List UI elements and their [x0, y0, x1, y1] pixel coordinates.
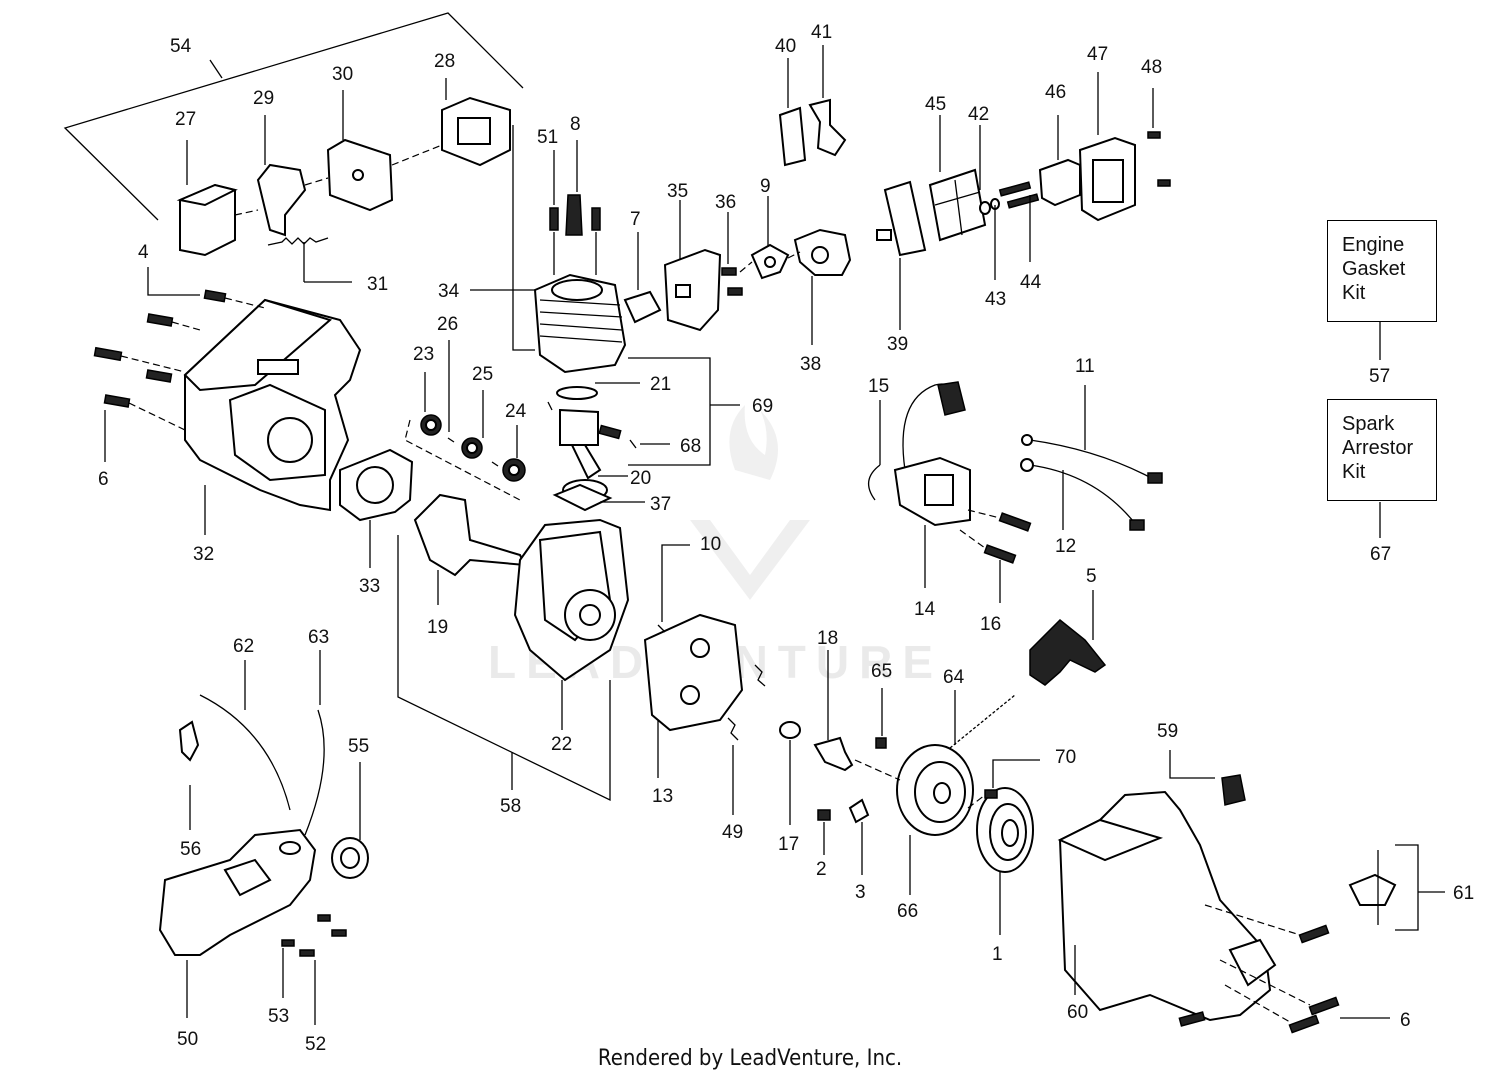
callout-42: 42	[968, 104, 989, 125]
callout-4: 4	[138, 242, 149, 263]
callout-44: 44	[1020, 272, 1042, 293]
callout-28: 28	[434, 51, 455, 72]
callout-1: 1	[992, 944, 1003, 965]
kit-text-line: Arrestor	[1342, 437, 1414, 459]
spark-arrestor-kit-box[interactable]: Spark Arrestor Kit	[1327, 399, 1437, 501]
callout-45: 45	[925, 94, 946, 115]
callout-6-right: 6	[1400, 1010, 1411, 1031]
crankshaft-group	[339, 340, 527, 605]
callout-10: 10	[700, 534, 721, 555]
callout-38: 38	[800, 354, 821, 375]
callout-69: 69	[752, 396, 773, 417]
callout-22: 22	[551, 734, 572, 755]
callout-27: 27	[175, 109, 196, 130]
callout-50: 50	[177, 1029, 198, 1050]
callout-29: 29	[253, 88, 274, 109]
callout-55: 55	[348, 736, 369, 757]
callout-51: 51	[537, 127, 558, 148]
intake-group	[623, 45, 852, 345]
callout-61: 61	[1453, 883, 1474, 904]
callout-49: 49	[722, 822, 743, 843]
air-box-group	[876, 72, 1171, 330]
callout-40: 40	[775, 36, 796, 57]
callout-53: 53	[268, 1006, 289, 1027]
callout-33: 33	[359, 576, 380, 597]
callout-36: 36	[715, 192, 736, 213]
kit-text-line: Kit	[1342, 282, 1366, 304]
crankcase-group	[397, 518, 766, 815]
callout-30: 30	[332, 64, 353, 85]
callout-65: 65	[871, 661, 892, 682]
callout-39: 39	[887, 334, 908, 355]
fuel-tank-group	[158, 650, 369, 1025]
callout-35: 35	[667, 181, 688, 202]
callout-34: 34	[438, 281, 460, 302]
kit-text-line: Gasket	[1342, 258, 1406, 280]
callout-62: 62	[233, 636, 254, 657]
callout-43: 43	[985, 289, 1006, 310]
callout-63: 63	[308, 627, 329, 648]
kit-text-line: Engine	[1342, 234, 1405, 256]
air-filter-assembly	[63, 12, 524, 283]
callout-16: 16	[980, 614, 1001, 635]
callout-17: 17	[778, 834, 799, 855]
callout-48: 48	[1141, 57, 1162, 78]
footer-credit: Rendered by LeadVenture, Inc.	[597, 1046, 903, 1071]
kit-ref-67: 67	[1370, 544, 1392, 565]
callout-21: 21	[650, 374, 671, 395]
callout-2: 2	[816, 859, 827, 880]
callout-37: 37	[650, 494, 671, 515]
callout-58: 58	[500, 796, 521, 817]
callout-3: 3	[855, 882, 866, 903]
callout-7: 7	[630, 209, 641, 230]
callout-60: 60	[1067, 1002, 1088, 1023]
callout-25: 25	[472, 364, 493, 385]
callout-labels: 1 2 3 4 5 6 6 7 8 9 10 11 12 13 14 15 16…	[98, 22, 1474, 1055]
callout-18: 18	[817, 628, 838, 649]
callout-68: 68	[680, 436, 701, 457]
callout-8: 8	[570, 114, 581, 135]
callout-70: 70	[1055, 747, 1076, 768]
callout-9: 9	[760, 176, 771, 197]
starter-group	[779, 590, 1107, 935]
callout-26: 26	[437, 314, 458, 335]
callout-46: 46	[1045, 82, 1066, 103]
callout-41: 41	[811, 22, 832, 43]
shroud-group	[1057, 750, 1445, 1034]
kit-ref-57: 57	[1369, 366, 1391, 387]
callout-13: 13	[652, 786, 673, 807]
callout-20: 20	[630, 468, 651, 489]
callout-54: 54	[170, 36, 192, 57]
engine-housing	[93, 267, 362, 535]
callout-64: 64	[943, 667, 965, 688]
cylinder-group	[470, 125, 740, 512]
callout-15: 15	[868, 376, 889, 397]
callout-66: 66	[897, 901, 918, 922]
callout-23: 23	[413, 344, 434, 365]
callout-5: 5	[1086, 566, 1097, 587]
callout-52: 52	[305, 1034, 326, 1055]
callout-56: 56	[180, 839, 201, 860]
callout-14: 14	[914, 599, 936, 620]
callout-11: 11	[1075, 356, 1095, 377]
callout-32: 32	[193, 544, 214, 565]
callout-12: 12	[1055, 536, 1076, 557]
callout-31: 31	[367, 274, 388, 295]
ignition-group	[868, 381, 1163, 603]
engine-gasket-kit-box[interactable]: Engine Gasket Kit	[1327, 220, 1437, 322]
callout-59: 59	[1157, 721, 1178, 742]
callout-6-left: 6	[98, 469, 109, 490]
kit-text-line: Spark	[1342, 413, 1395, 435]
callout-47: 47	[1087, 44, 1108, 65]
callout-24: 24	[505, 401, 527, 422]
callout-19: 19	[427, 617, 448, 638]
kit-text-line: Kit	[1342, 461, 1366, 483]
